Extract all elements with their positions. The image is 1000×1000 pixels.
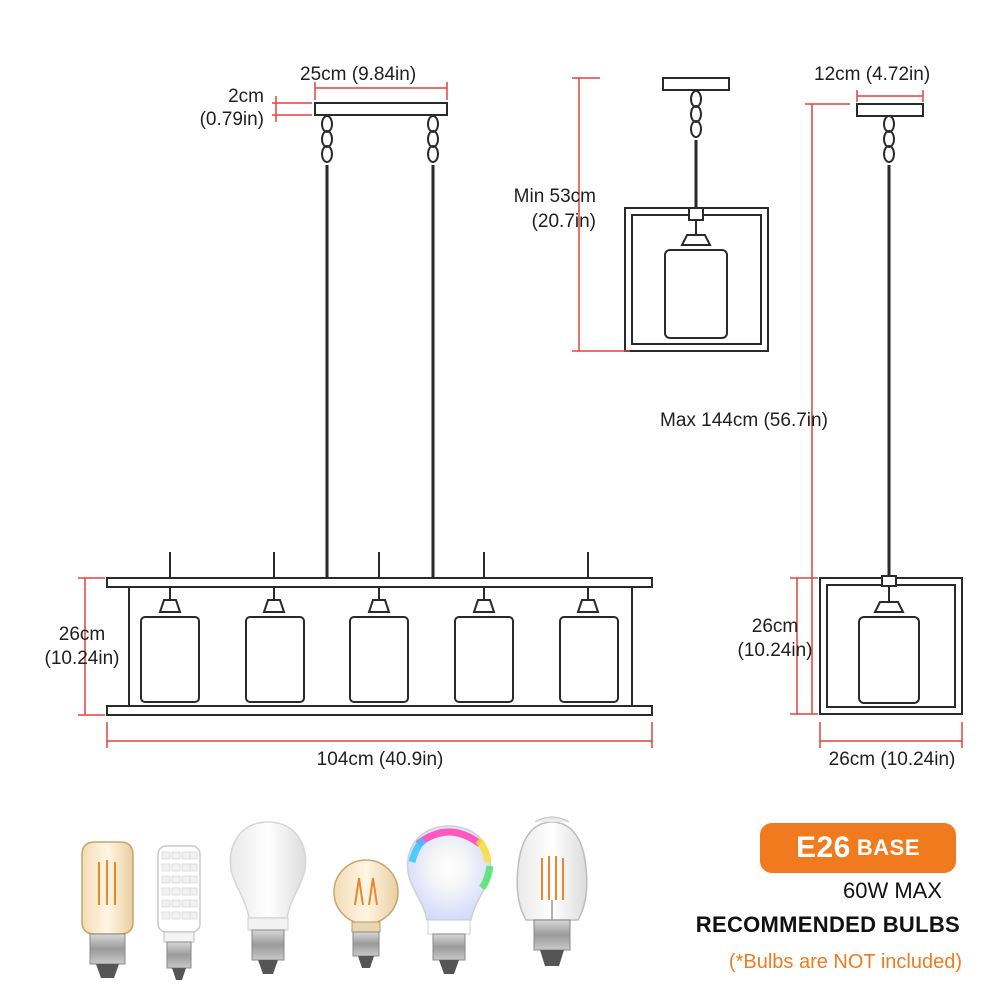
max-length-label: Max 144cm (56.7in) <box>660 410 828 431</box>
badge-main-text: E26 <box>795 831 851 864</box>
rgb-smart-bulb-icon <box>406 825 494 974</box>
a19-frosted-bulb-icon <box>229 821 307 974</box>
linear-chandelier-front-view <box>106 102 653 716</box>
bulbs-not-included-note: (*Bulbs are NOT included) <box>728 951 962 973</box>
canopy-length-label: 25cm (9.84in) <box>300 64 417 85</box>
right-dimension-lines <box>790 90 963 748</box>
canopy-height-label: 2cm <box>228 86 264 107</box>
middle-dimension-lines <box>572 77 630 352</box>
min-length-inch-label: (20.7in) <box>531 211 596 232</box>
badge-sub-text: BASE <box>856 835 920 860</box>
pendant-max-length-side-view <box>819 103 963 715</box>
left-dimension-lines <box>78 82 653 748</box>
tubular-filament-bulb-icon <box>81 841 134 978</box>
pendant-min-length-view <box>624 77 769 352</box>
st64-edison-bulb-icon <box>516 816 588 966</box>
canopy-height-inch-label: (0.79in) <box>199 109 264 130</box>
right-height-inch-label: (10.24in) <box>737 640 813 661</box>
left-height-label: 26cm <box>58 624 106 645</box>
max-wattage-text: 60W MAX <box>842 878 942 903</box>
canopy-width-label: 12cm (4.72in) <box>814 64 931 85</box>
min-length-label: Min 53cm <box>513 186 596 207</box>
globe-filament-bulb-icon <box>333 859 399 968</box>
depth-label: 26cm (10.24in) <box>828 749 956 770</box>
e26-base-badge: E26 BASE <box>760 823 956 873</box>
left-height-inch-label: (10.24in) <box>44 648 120 669</box>
right-height-label: 26cm <box>751 616 799 637</box>
corn-led-bulb-icon <box>157 845 201 980</box>
total-width-label: 104cm (40.9in) <box>316 749 444 770</box>
recommended-bulbs-heading: RECOMMENDED BULBS <box>695 912 960 937</box>
